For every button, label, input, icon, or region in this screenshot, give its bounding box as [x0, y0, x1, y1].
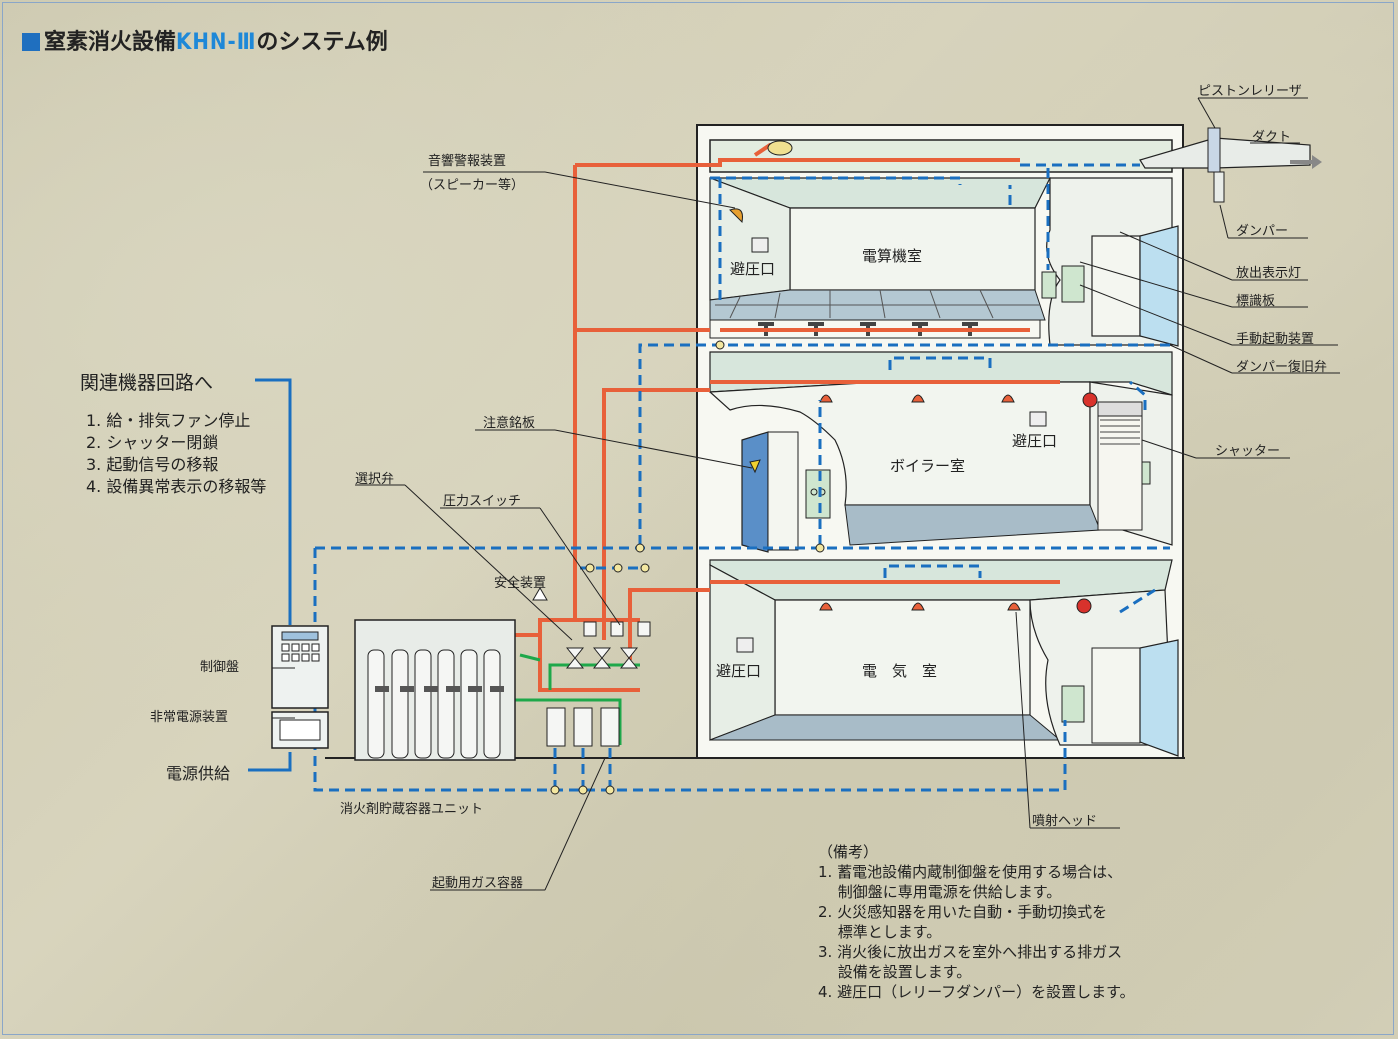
- related-item: 2. シャッター閉鎖: [86, 433, 219, 452]
- room-label-electric: 電 気 室: [862, 662, 938, 680]
- title-model: KHN-Ⅲ: [176, 30, 257, 55]
- vent-label-3: 避圧口: [716, 662, 762, 680]
- notes-heading: （備考）: [818, 843, 879, 861]
- label-selector-valve: 選択弁: [355, 472, 395, 487]
- note-line: 4. 避圧口（レリーフダンパー）を設置します。: [818, 983, 1135, 1001]
- leader-lines: [272, 97, 1340, 891]
- room-label-computer: 電算機室: [862, 247, 923, 265]
- related-item: 3. 起動信号の移報: [86, 455, 219, 474]
- room-label-boiler: ボイラー室: [890, 457, 966, 475]
- storage-cylinder-unit: [354, 619, 516, 761]
- vent-label-1: 避圧口: [730, 260, 776, 278]
- label-power-supply: 電源供給: [166, 764, 231, 783]
- label-start-gas-container: 起動用ガス容器: [432, 876, 524, 891]
- related-list: 1. 給・排気ファン停止 2. シャッター閉鎖 3. 起動信号の移報 4. 設備…: [86, 410, 266, 498]
- room-computer: [709, 177, 1051, 339]
- room-electric: [709, 559, 1179, 757]
- label-piston-releaser: ピストンレリーザ: [1198, 84, 1302, 99]
- label-duct: ダクト: [1252, 130, 1292, 145]
- note-line: 1. 蓄電池設備内蔵制御盤を使用する場合は、: [818, 863, 1123, 881]
- label-caution-plate: 注意銘板: [483, 416, 536, 431]
- label-sign-plate: 標識板: [1236, 294, 1276, 309]
- label-nozzle-head: 噴射ヘッド: [1032, 814, 1098, 829]
- title-square-icon: [22, 33, 40, 51]
- note-line: 標準とします。: [818, 923, 942, 941]
- label-storage-unit: 消火剤貯蔵容器ユニット: [340, 802, 484, 817]
- selector-valves: [532, 587, 651, 669]
- label-pressure-switch: 圧力スイッチ: [443, 494, 522, 509]
- note-line: 制御盤に専用電源を供給します。: [818, 883, 1062, 901]
- note-line: 3. 消火後に放出ガスを室外へ排出する排ガス: [818, 943, 1123, 961]
- related-item: 4. 設備異常表示の移報等: [86, 477, 267, 496]
- note-line: 2. 火災感知器を用いた自動・手動切換式を: [818, 903, 1108, 921]
- related-item: 1. 給・排気ファン停止: [86, 411, 251, 430]
- label-release-lamp: 放出表示灯: [1236, 266, 1302, 281]
- start-gas-containers: [546, 707, 620, 747]
- label-safety-device: 安全装置: [494, 576, 547, 591]
- room-boiler: [708, 351, 1173, 553]
- label-control-panel: 制御盤: [200, 660, 240, 675]
- page-title: 窒素消火設備KHN-Ⅲのシステム例: [22, 24, 388, 56]
- nozzles: [729, 140, 1021, 611]
- notes: （備考） 1. 蓄電池設備内蔵制御盤を使用する場合は、 制御盤に専用電源を供給し…: [818, 842, 1135, 1002]
- label-alarm-sub: （スピーカー等）: [420, 178, 525, 193]
- junctions: [550, 340, 825, 795]
- blue-solid-lines: [248, 378, 292, 772]
- building: [696, 124, 1184, 759]
- red-pipes: [365, 143, 1060, 692]
- control-panel-box: [271, 625, 329, 749]
- label-damper: ダンパー: [1236, 224, 1289, 239]
- note-line: 設備を設置します。: [818, 963, 972, 981]
- related-heading: 関連機器回路へ: [80, 372, 214, 394]
- label-shutter: シャッター: [1215, 444, 1281, 459]
- label-alarm: 音響警報装置: [428, 154, 507, 169]
- vent-label-2: 避圧口: [1012, 432, 1058, 450]
- label-emergency-power: 非常電源装置: [150, 710, 229, 725]
- duct: [1139, 127, 1322, 203]
- label-damper-reset-valve: ダンパー復旧弁: [1236, 360, 1328, 375]
- label-manual-starter: 手動起動装置: [1236, 332, 1315, 347]
